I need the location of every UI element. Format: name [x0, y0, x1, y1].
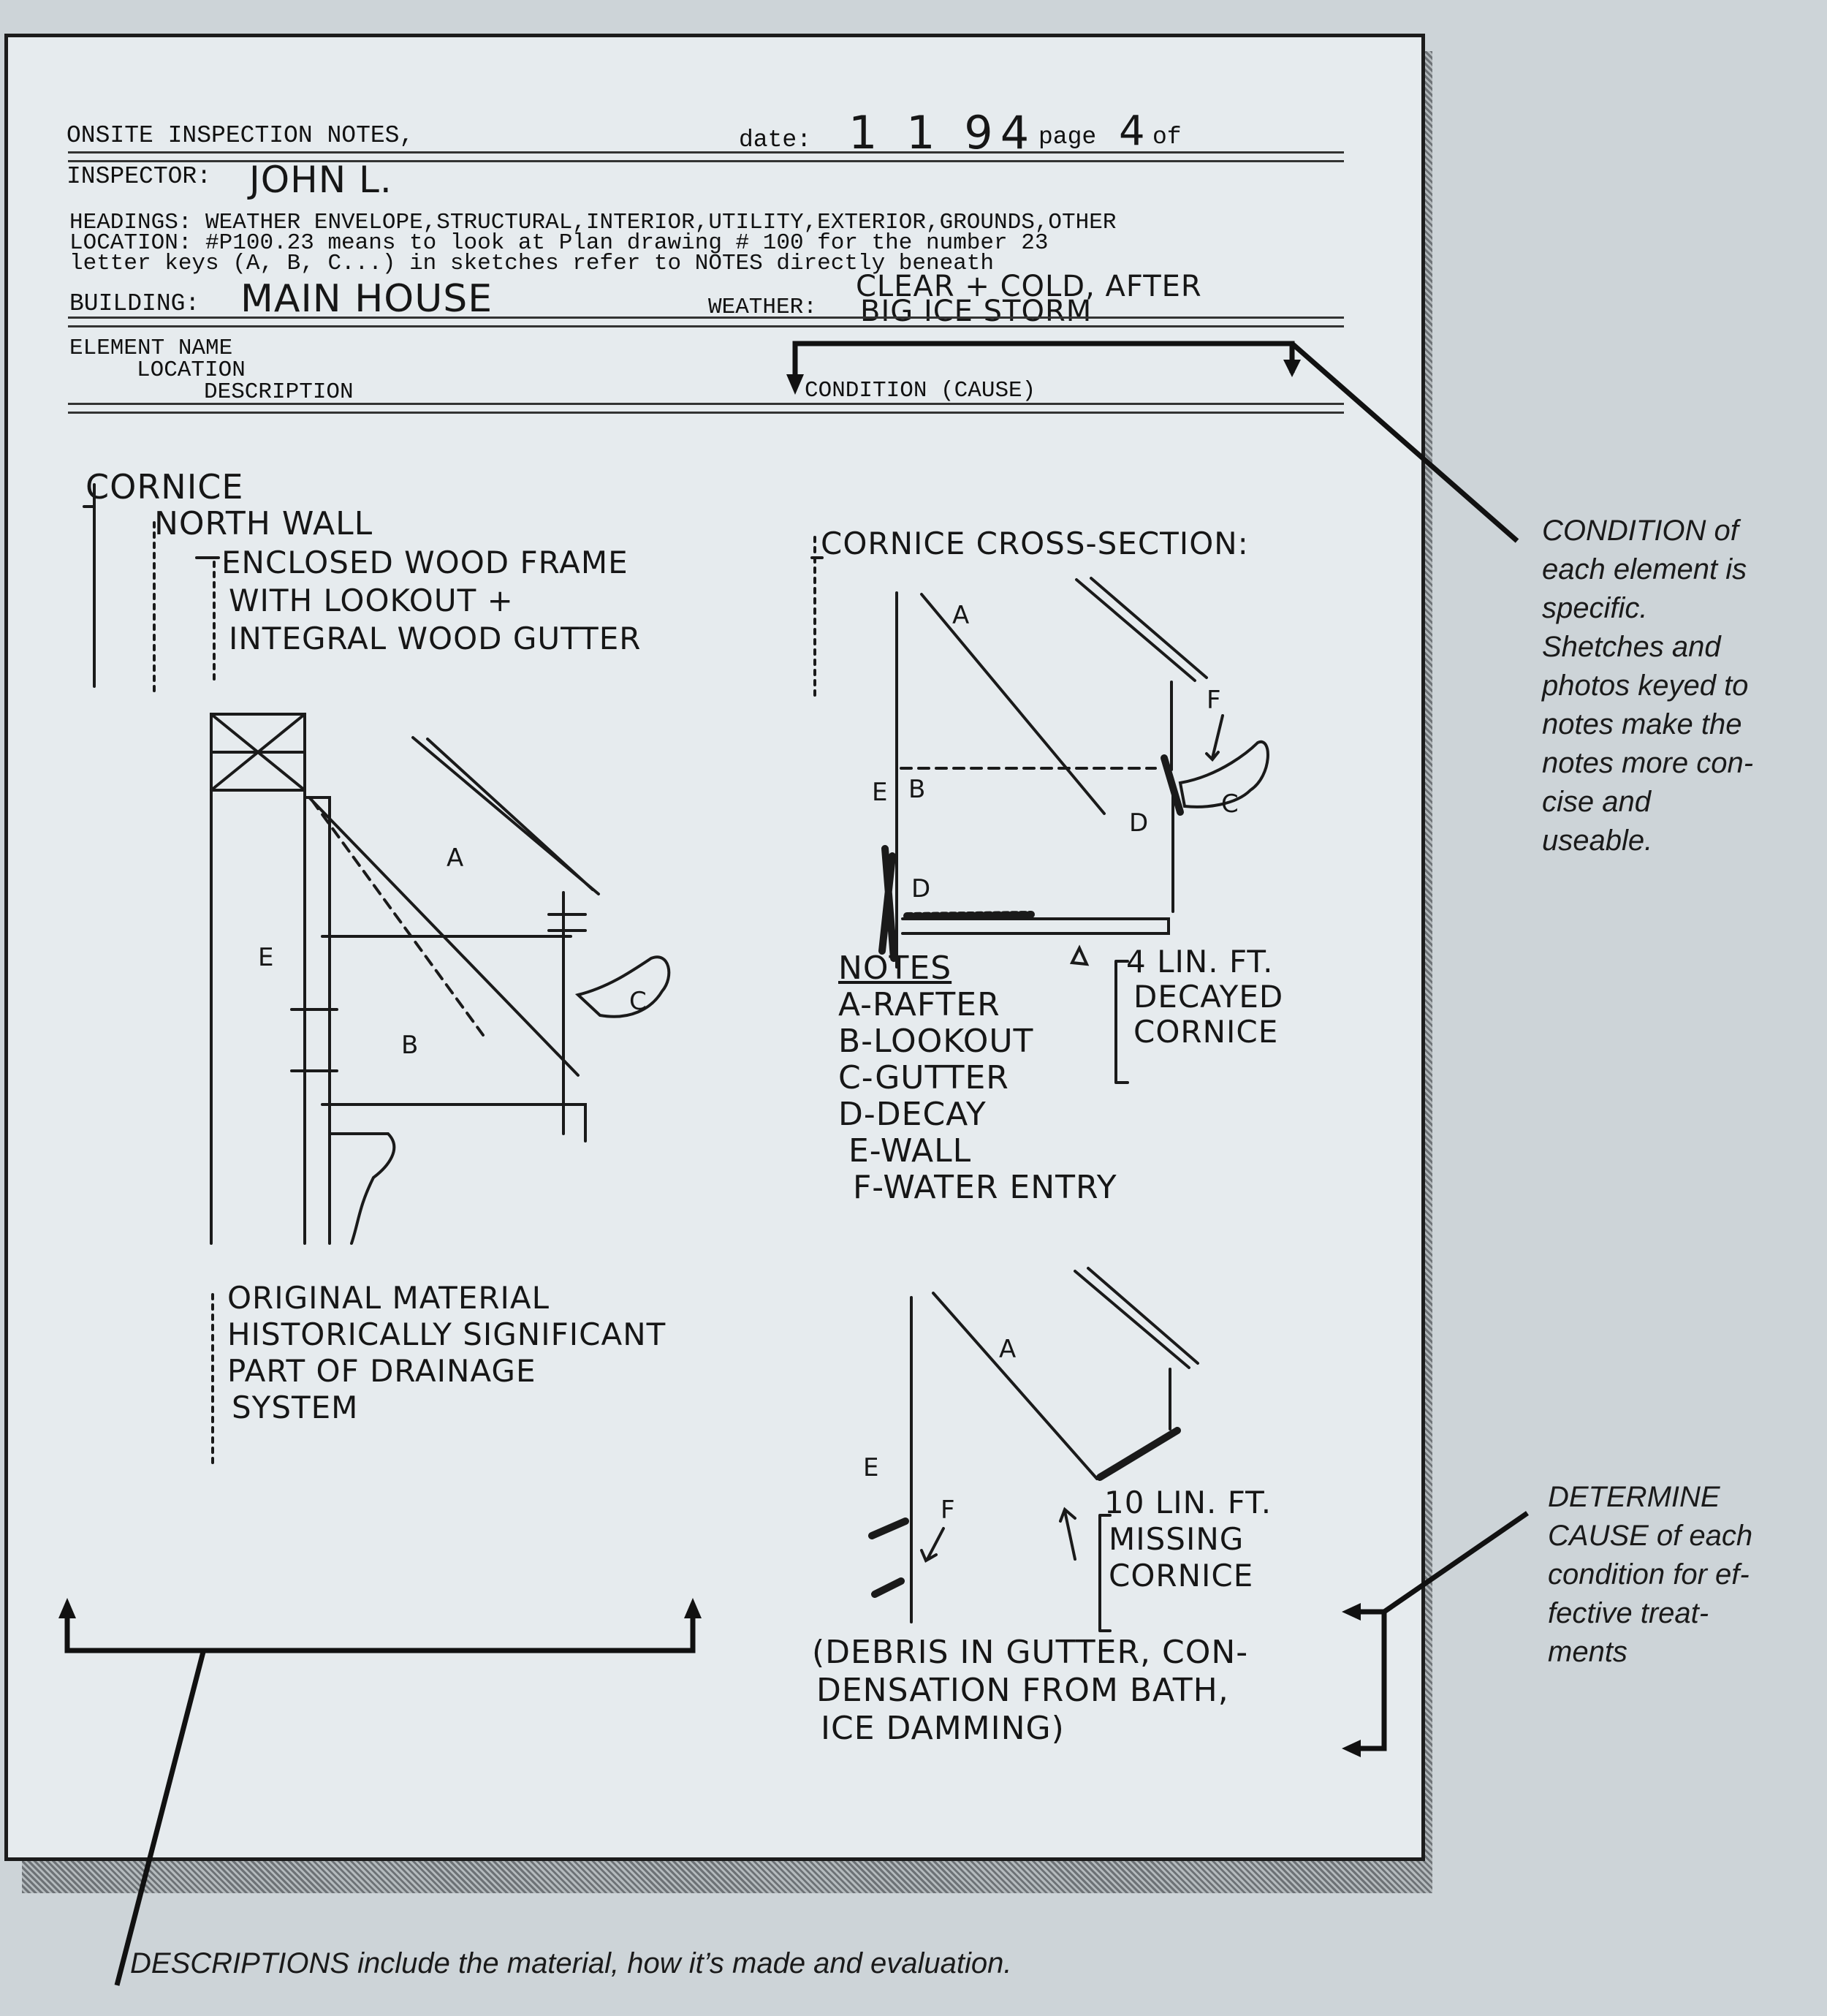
condition-arrow-right [1283, 360, 1301, 377]
callout-1-line-3: CORNICE [1133, 1014, 1279, 1050]
column-element-name: ELEMENT NAME [69, 336, 233, 361]
building-label: BUILDING: [69, 290, 200, 317]
cause-arrow-bottom [1342, 1740, 1361, 1757]
cause-leader-line [1383, 1511, 1529, 1614]
callout-2-line-2: MISSING [1109, 1521, 1245, 1557]
upper-sketch-label-a: A [952, 601, 969, 630]
cause-line-2: DENSATION FROM BATH, [816, 1672, 1229, 1709]
condition-annotation-line: Shetches and [1542, 631, 1721, 663]
left-sketch-label-b: B [401, 1031, 418, 1060]
lower-sketch-label-a: A [999, 1335, 1016, 1364]
date-value: 1 1 94 [848, 106, 1037, 159]
note-f: F-WATER ENTRY [853, 1169, 1117, 1206]
weather-line-1: CLEAR + COLD, AFTER [856, 270, 1202, 303]
condition-annotation-line: cise and [1542, 786, 1651, 818]
headings-line: HEADINGS: WEATHER ENVELOPE,STRUCTURAL,IN… [69, 210, 1117, 235]
column-condition: CONDITION (CAUSE) [805, 378, 1036, 403]
condition-annotation-line: useable. [1542, 825, 1653, 857]
inspector-value: JOHN L. [249, 159, 392, 201]
location-line: LOCATION: #P100.23 means to look at Plan… [69, 230, 1049, 256]
condition-annotation-line: specific. [1542, 592, 1648, 624]
descriptions-annotation: DESCRIPTIONS include the material, how i… [130, 1947, 1012, 1979]
keys-line: letter keys (A, B, C...) in sketches ref… [69, 251, 995, 276]
condition-annotation-line: each element is [1542, 553, 1747, 586]
building-value: MAIN HOUSE [240, 277, 493, 321]
upper-sketch-label-d: D [1129, 808, 1148, 838]
weather-label: WEATHER: [708, 295, 817, 320]
note-d: D-DECAY [838, 1096, 987, 1133]
column-location: LOCATION [137, 357, 246, 383]
evaluation-line-1: ORIGINAL MATERIAL [227, 1280, 550, 1316]
callout-2-line-3: CORNICE [1109, 1558, 1254, 1594]
upper-sketch-label-d-wall: D [911, 874, 930, 903]
building-rule [68, 317, 1344, 327]
cause-annotation-line: fective treat- [1548, 1597, 1709, 1629]
left-sketch-label-e: E [258, 943, 273, 972]
condition-arrow-left [786, 374, 804, 395]
upper-sketch-label-e: E [872, 778, 887, 807]
descriptions-bracket [64, 1615, 696, 1653]
header-rule [68, 151, 1344, 162]
cause-annotation-line: condition for ef- [1548, 1558, 1750, 1591]
cause-annotation-line: DETERMINE [1548, 1481, 1720, 1513]
column-description: DESCRIPTION [204, 379, 354, 405]
cause-annotation: DETERMINE CAUSE of each condition for ef… [1548, 1478, 1818, 1672]
upper-sketch-label-c: C [1221, 789, 1239, 819]
callout-1-line-1: 4 LIN. FT. [1126, 944, 1274, 979]
cross-section-heading: CORNICE CROSS-SECTION: [821, 526, 1249, 561]
element-name: CORNICE [86, 467, 244, 507]
condition-leader-line [1290, 341, 1519, 543]
note-e: E-WALL [848, 1132, 972, 1170]
descriptions-leader-line [114, 1651, 206, 1986]
inspection-form-sheet: ONSITE INSPECTION NOTES, date: 1 1 94 pa… [4, 34, 1425, 1861]
evaluation-line-3: PART OF DRAINAGE [227, 1353, 536, 1389]
left-sketch-label-a: A [447, 844, 463, 873]
condition-annotation-line: notes more con- [1542, 747, 1754, 779]
note-b: B-LOOKOUT [838, 1023, 1034, 1060]
page-value: 4 [1119, 107, 1146, 155]
cornice-sketches: A B C E A B C D D E F A E F [83, 483, 1269, 1632]
condition-annotation-line: CONDITION of [1542, 515, 1739, 547]
cause-annotation-line: ments [1548, 1636, 1627, 1668]
condition-bracket [792, 341, 1295, 380]
cross-section-sketch-lower [868, 1267, 1199, 1632]
description-line-2: WITH LOOKOUT + [229, 583, 514, 618]
lower-sketch-label-e: E [863, 1453, 878, 1482]
cross-section-sketch-upper [878, 577, 1269, 1084]
weather-line-2: BIG ICE STORM [860, 295, 1093, 328]
element-location: NORTH WALL [154, 505, 373, 542]
columns-rule [68, 403, 1344, 414]
condition-annotation: CONDITION of each element is specific. S… [1542, 512, 1820, 860]
evaluation-line-2: HISTORICALLY SIGNIFICANT [227, 1316, 666, 1352]
cause-annotation-line: CAUSE of each [1548, 1520, 1753, 1552]
evaluation-line-4: SYSTEM [232, 1390, 359, 1425]
lower-sketch-label-f: F [941, 1496, 955, 1525]
note-a: A-RAFTER [838, 986, 1000, 1023]
cause-line-1: (DEBRIS IN GUTTER, CON- [812, 1634, 1249, 1671]
cause-bracket [1356, 1609, 1387, 1751]
upper-sketch-label-f: F [1207, 686, 1221, 715]
left-sketch-label-c: C [629, 987, 647, 1016]
upper-sketch-label-b: B [908, 775, 925, 804]
callout-1-line-2: DECAYED [1133, 979, 1284, 1015]
description-line-1: ENCLOSED WOOD FRAME [221, 545, 628, 580]
note-c: C-GUTTER [838, 1059, 1009, 1096]
cause-line-3: ICE DAMMING) [821, 1710, 1065, 1747]
of-label: of [1152, 124, 1182, 151]
inspector-label: INSPECTOR: [67, 163, 212, 190]
callout-2-line-1: 10 LIN. FT. [1104, 1485, 1272, 1520]
page-label: page [1038, 124, 1097, 151]
cause-arrow-top [1342, 1603, 1361, 1621]
description-line-3: INTEGRAL WOOD GUTTER [229, 621, 642, 656]
descriptions-arrow-right [684, 1598, 702, 1618]
descriptions-arrow-left [58, 1598, 76, 1618]
cornice-detail-sketch [210, 713, 671, 1245]
condition-annotation-line: photos keyed to [1542, 670, 1749, 702]
form-title: ONSITE INSPECTION NOTES, [67, 122, 414, 149]
date-label: date: [739, 126, 812, 154]
condition-annotation-line: notes make the [1542, 708, 1742, 740]
